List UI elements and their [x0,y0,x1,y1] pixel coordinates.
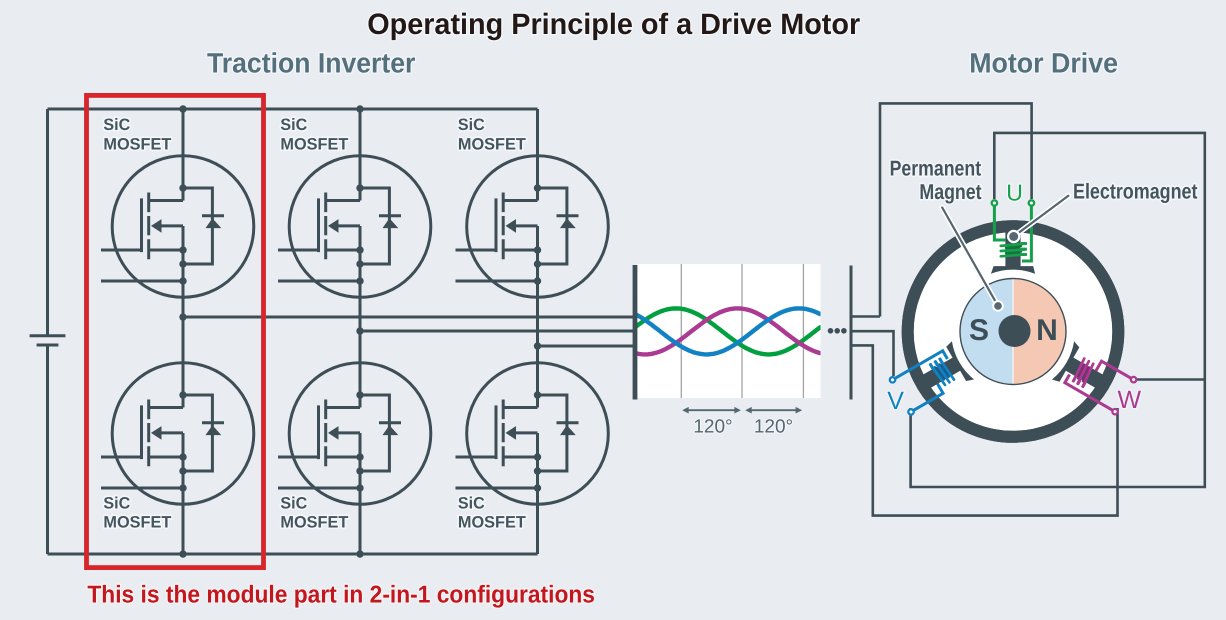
svg-text:SiC: SiC [458,495,485,513]
svg-text:W: W [1118,386,1142,414]
svg-text:MOSFET: MOSFET [280,514,348,532]
svg-text:SiC: SiC [103,116,130,134]
svg-text:SiC: SiC [458,116,485,134]
svg-text:Operating Principle of a Drive: Operating Principle of a Drive Motor [367,8,861,41]
svg-text:MOSFET: MOSFET [103,514,171,532]
svg-text:SiC: SiC [280,495,307,513]
svg-text:Permanent: Permanent [890,157,982,181]
svg-text:MOSFET: MOSFET [458,136,526,154]
svg-text:U: U [1006,180,1023,206]
svg-text:MOSFET: MOSFET [103,136,171,154]
svg-text:N: N [1036,314,1058,347]
svg-text:S: S [969,314,989,347]
svg-text:120°: 120° [693,416,732,437]
svg-text:Traction Inverter: Traction Inverter [207,47,415,78]
svg-text:V: V [887,387,904,415]
svg-text:SiC: SiC [103,495,130,513]
svg-text:MOSFET: MOSFET [280,136,348,154]
svg-text:MOSFET: MOSFET [458,514,526,532]
svg-text:This is the module part in 2-i: This is the module part in 2-in-1 config… [87,582,595,609]
svg-text:120°: 120° [754,416,793,437]
svg-text:SiC: SiC [280,116,307,134]
svg-text:Motor Drive: Motor Drive [969,48,1118,79]
svg-text:Magnet: Magnet [919,180,981,204]
svg-text:Electromagnet: Electromagnet [1073,179,1198,203]
